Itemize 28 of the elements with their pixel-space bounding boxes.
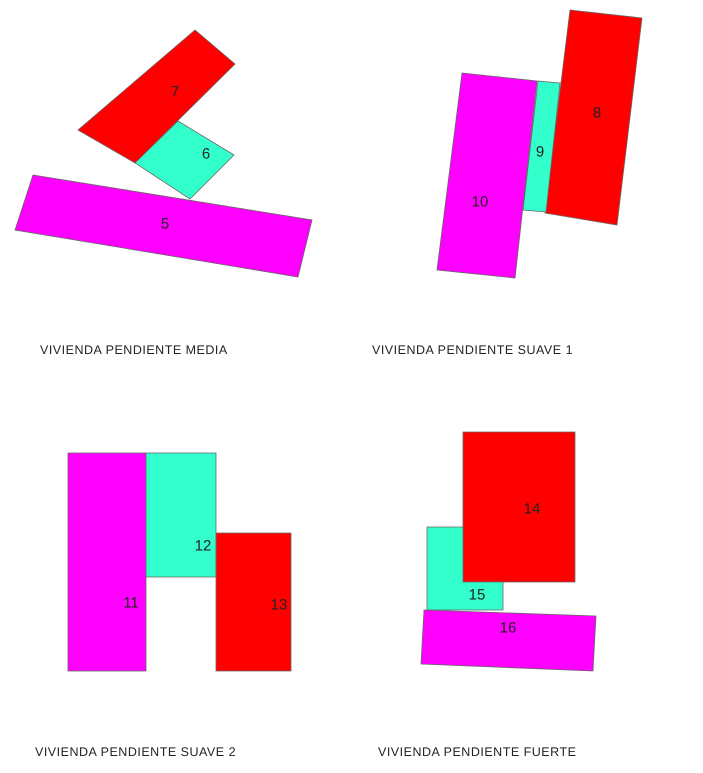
building-block (426, 526, 504, 610)
block-number: 12 (194, 538, 212, 554)
building-block (436, 72, 538, 278)
block-number: 13 (270, 596, 288, 614)
caption: VIVIENDA PENDIENTE SUAVE 1 (372, 343, 574, 357)
caption: VIVIENDA PENDIENTE MEDIA (40, 343, 228, 357)
block-number: 7 (170, 84, 180, 100)
building-block (14, 174, 312, 278)
building-block (462, 432, 576, 582)
block-number: 10 (472, 194, 488, 210)
block-number: 15 (468, 586, 486, 604)
building-block (77, 29, 236, 164)
block-number: 11 (123, 594, 139, 612)
block-number: 5 (160, 216, 170, 232)
block-number: 6 (202, 146, 210, 162)
block-number: 14 (524, 500, 540, 518)
building-block (420, 610, 596, 672)
building-block (68, 452, 146, 672)
caption: VIVIENDA PENDIENTE FUERTE (378, 745, 576, 759)
building-block (544, 10, 642, 226)
caption: VIVIENDA PENDIENTE SUAVE 2 (35, 745, 236, 759)
building-block (134, 120, 235, 200)
block-number: 16 (500, 620, 516, 636)
building-block (522, 80, 560, 212)
building-block (146, 452, 216, 578)
block-number: 9 (536, 144, 544, 160)
building-block (216, 532, 292, 672)
block-number: 8 (592, 104, 602, 122)
